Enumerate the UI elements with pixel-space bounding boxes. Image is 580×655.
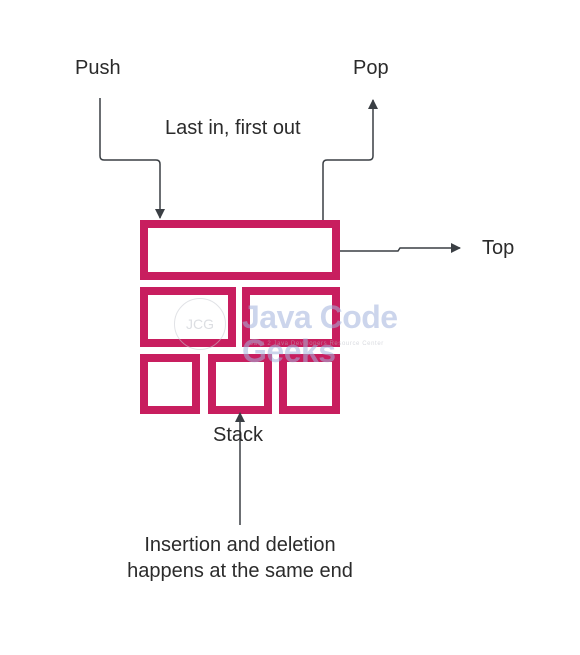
top-label: Top [482, 237, 515, 259]
push-label: Push [75, 57, 121, 79]
lifo-label: Last in, first out [165, 117, 301, 139]
watermark-subtitle: Java 2 Java Developers Resource Center [250, 341, 384, 347]
stack-block-row3-middle [208, 354, 272, 414]
push-arrow [99, 98, 165, 219]
top-arrow [340, 243, 461, 253]
watermark-title: Java Code Geeks [242, 299, 398, 369]
insertion-deletion-note: Insertion and deletion happens at the sa… [127, 534, 353, 582]
stack-block-row3-right [279, 354, 340, 414]
stack-block-top [140, 220, 340, 280]
pop-label: Pop [353, 57, 389, 79]
stack-block-row2-right [242, 287, 340, 347]
pop-arrow [322, 99, 378, 220]
stack-block-row3-left [140, 354, 200, 414]
watermark-logo-icon: JCG [174, 298, 226, 350]
stack-label: Stack [213, 424, 264, 446]
watermark: JCG Java Code Geeks Java 2 Java Develope… [170, 296, 415, 368]
